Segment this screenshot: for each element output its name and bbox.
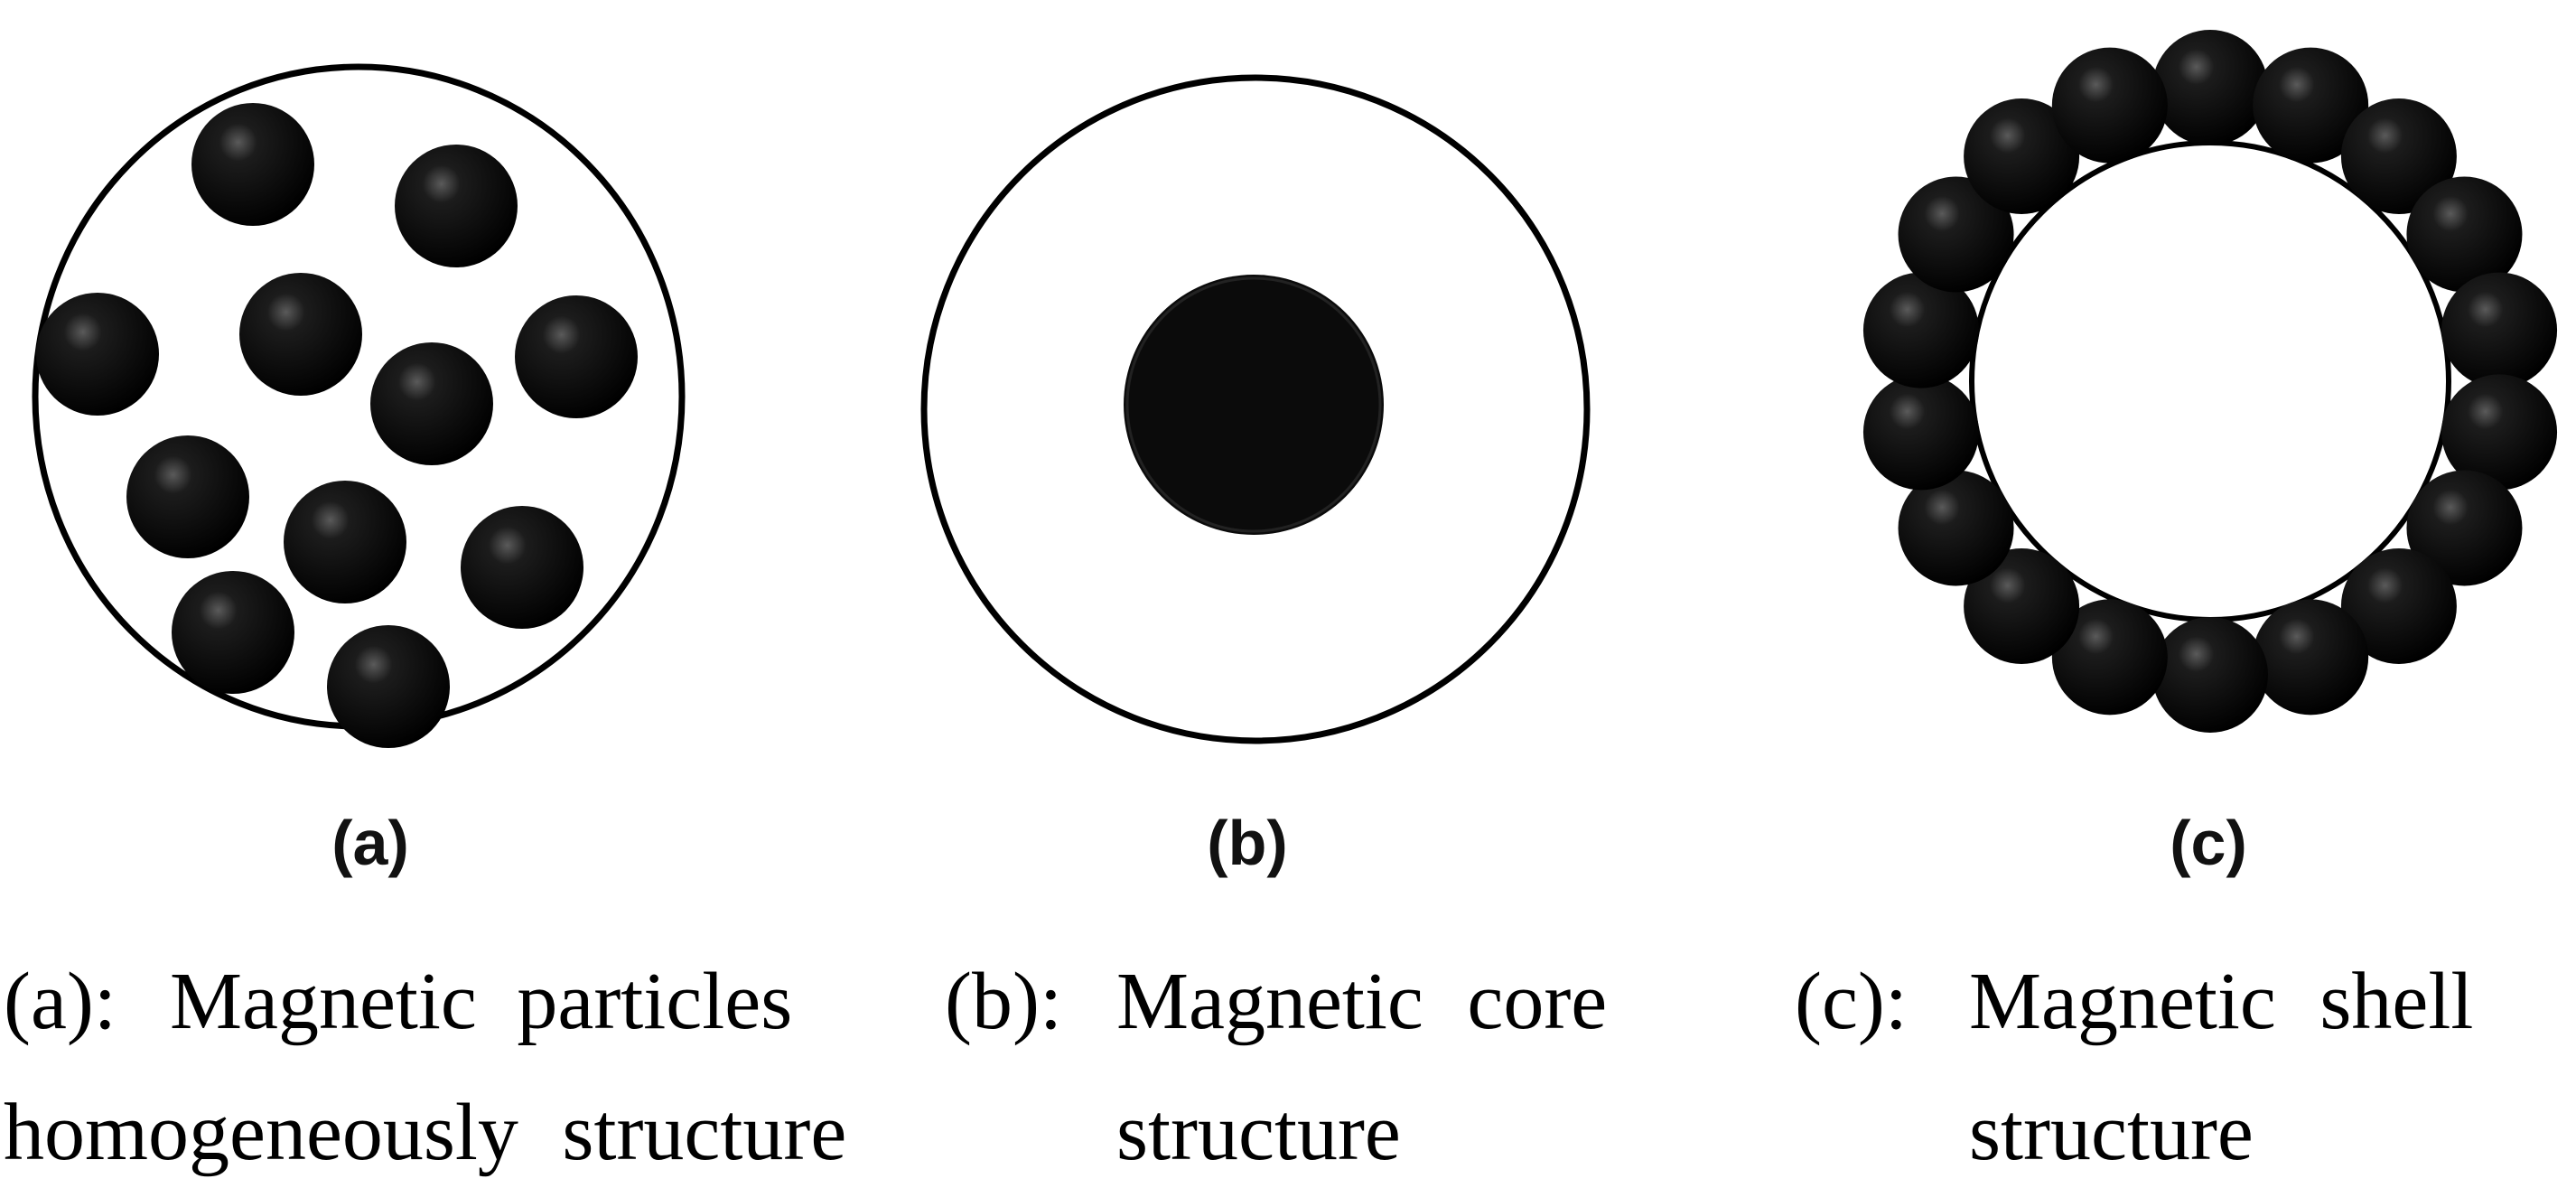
panel-a-caption-line2: homogeneously structure (4, 1088, 847, 1177)
panel-a-diagram (32, 63, 686, 748)
shell-particle (1964, 98, 2080, 215)
panel-b-label: (b) (1207, 808, 1288, 878)
magnetic-particle (284, 481, 406, 603)
panel-b-magnetic-core (1124, 275, 1384, 535)
shell-particle (2340, 547, 2457, 664)
panel-c-caption-line1: Magnetic shell (1969, 957, 2474, 1046)
magnetic-particle (370, 342, 493, 465)
panel-c-caption-prefix: (c): (1795, 957, 1908, 1046)
shell-particle (1862, 272, 1979, 388)
panel-b-core-highlight (1125, 276, 1382, 533)
panel-c-caption-line2: structure (1969, 1088, 2254, 1177)
panel-c-label: (c) (2170, 808, 2247, 878)
magnetic-particle (461, 506, 583, 629)
magnetic-particle (239, 273, 362, 396)
panel-a-particles (36, 103, 638, 748)
shell-particle (2152, 30, 2268, 145)
shell-particle (1964, 547, 2080, 664)
magnetic-particle (515, 295, 638, 418)
panel-b-caption-line2: structure (1116, 1088, 1401, 1177)
panel-c-shell-particles (1862, 30, 2558, 733)
panel-a-caption-line1: Magnetic particles (170, 957, 793, 1046)
shell-particle (2406, 470, 2523, 586)
magnetic-particle (36, 293, 159, 416)
shell-particle (2340, 98, 2457, 215)
shell-particle (2253, 47, 2369, 164)
shell-particle (1898, 470, 2014, 586)
panel-b-diagram (920, 74, 1591, 744)
shell-particle (2152, 617, 2268, 733)
panel-a-label: (a) (331, 808, 409, 878)
shell-particle (2253, 599, 2369, 716)
magnetic-particle (395, 145, 518, 267)
panel-b-caption-prefix: (b): (945, 957, 1062, 1046)
magnetic-particle (191, 103, 314, 226)
panel-b-caption-line1: Magnetic core (1116, 957, 1608, 1046)
magnetic-particle (172, 571, 294, 694)
shell-particle (2441, 374, 2558, 491)
panel-a-caption-prefix: (a): (4, 957, 117, 1046)
shell-particle (2051, 47, 2168, 164)
magnetic-particle (126, 435, 249, 558)
shell-particle (1862, 374, 1979, 491)
shell-particle (2406, 176, 2523, 293)
shell-particle (2051, 599, 2168, 716)
shell-particle (1898, 176, 2014, 293)
magnetic-particle (327, 625, 450, 748)
panel-c-diagram (1862, 30, 2558, 733)
panel-c-inner-circle (1969, 140, 2451, 622)
shell-particle (2441, 272, 2558, 388)
